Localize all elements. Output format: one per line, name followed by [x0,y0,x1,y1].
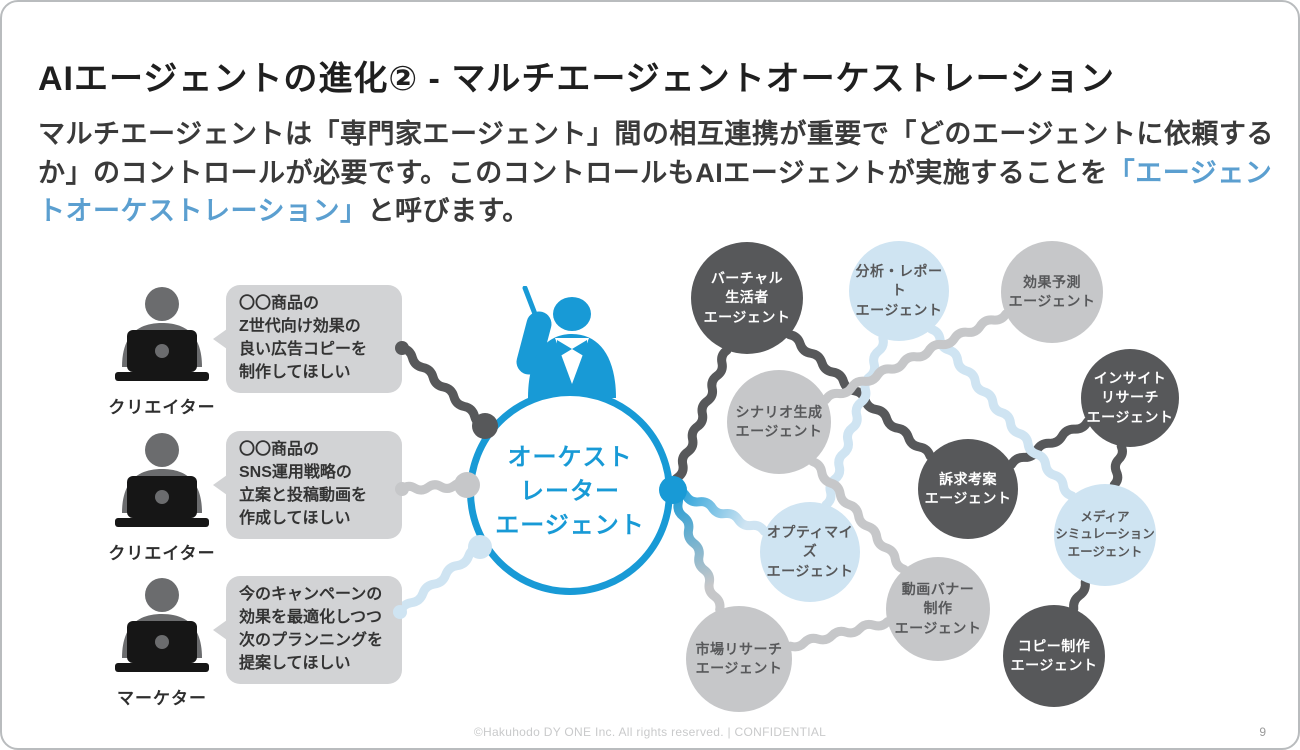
request-dot-1-dot [395,341,409,355]
agent-virtual-consumer: バーチャル生活者エージェント [691,242,803,354]
agent-label-line: エージェント [1008,293,1096,309]
orch-in-3-dot [468,535,492,559]
agent-copy-production: コピー制作エージェント [1003,605,1105,707]
agent-appeal-ideation: 訴求考案エージェント [918,439,1018,539]
intro-accent-text: 「エージェントオーケストレーション」 [38,157,1273,227]
request-line: Z世代向け効果の [239,317,361,335]
agent-label-line: 市場リサーチ [695,640,783,657]
agent-label-line: コピー制作 [1017,637,1091,654]
agent-effect-prediction: 効果予測エージェント [1001,241,1103,343]
page-title: AIエージェントの進化② - マルチエージェントオーケストレーション [38,59,1115,98]
orchestrator-label-line: エージェント [495,512,645,540]
agent-media-simulation: メディアシミュレーションエージェント [1054,484,1156,586]
intro-text: マルチエージェントは「専門家エージェント」間の相互連携が重要で「どのエージェント… [38,119,1274,188]
persona-label: クリエイター [108,544,216,563]
agent-label-line: エージェント [1010,657,1098,673]
persona-3: マーケター [107,576,217,709]
request-line: 制作してほしい [239,363,351,381]
agent-market-research: 市場リサーチエージェント [686,606,792,712]
agent-analysis-report: 分析・レポートエージェント [849,241,949,341]
connection-insight-research--media-simulation [1109,441,1127,490]
agent-label-line: リサーチ [1101,389,1159,406]
request-dot-2-dot [395,482,409,496]
intro-text: と呼びます。 [367,196,530,227]
orch-in-1-dot [472,413,498,439]
person-laptop-icon [115,287,209,381]
connection-video-banner-production--market-research [785,617,893,652]
request-line: 〇〇商品の [239,295,320,312]
agent-label-line: エージェント [894,619,982,636]
agent-label-line: シミュレーション [1055,527,1155,542]
connection-scenario-generation--video-banner-production [808,457,909,574]
agent-label-line: シナリオ生成 [735,403,823,420]
persona-2: クリエイター [107,431,217,564]
agent-label-line: エージェント [1086,408,1174,425]
agent-label-line: エージェント [766,562,854,579]
person-laptop-icon [115,433,209,527]
agent-scenario-generation: シナリオ生成エージェント [727,370,831,474]
copyright-text: ©Hakuhodo DY ONE Inc. All rights reserve… [473,725,827,739]
agent-label-line: メディア [1080,510,1130,525]
person-laptop-icon [115,578,209,672]
agent-label-line: 生活者 [725,289,769,306]
request-line: 良い広告コピーを [239,340,368,358]
agent-label-line: インサイト [1093,370,1167,387]
page-number: 9 [1259,725,1266,739]
request-line: 効果を最適化しつつ [239,608,383,626]
request-line: 提案してほしい [239,654,351,672]
agent-label-line: 訴求考案 [939,470,997,487]
agent-label-line: エージェント [1067,544,1143,559]
request-line: 立案と投稿動画を [239,486,368,504]
agent-optimize: オプティマイズエージェント [760,502,860,602]
connection-request-dot-3--orch-in-3 [395,542,485,617]
orchestrator-agent-node: オーケストレーターエージェント [467,389,673,595]
persona-1: クリエイター [107,285,217,418]
orch-hub-dot [659,476,687,504]
request-dot-3-dot [393,605,407,619]
agent-label-line: エージェント [703,308,791,325]
connection-orch-hub--market-research [668,485,725,615]
agent-label-line: バーチャル [710,270,784,287]
agent-label-line: 分析・レポート [855,263,943,299]
agent-label-line: エージェント [735,423,823,439]
request-bubble-1: 〇〇商品の Z世代向け効果の良い広告コピーを制作してほしい [213,285,402,393]
agent-label-line: エージェント [695,660,783,676]
persona-label: マーケター [117,689,207,708]
orch-in-2-dot [454,472,480,498]
request-line: 今のキャンペーンの [239,586,383,603]
agent-label-line: オプティマイズ [766,524,854,560]
connection-analysis-report--media-simulation [926,324,1077,501]
connection-effect-prediction--scenario-generation [821,309,1011,405]
orchestrator-label-line: オーケスト [507,443,633,471]
agent-label-line: エージェント [924,490,1012,506]
request-line: 次のプランニングを [239,631,384,649]
agent-label-line: 動画バナー [901,581,975,598]
conductor-icon [516,286,616,398]
agent-label-line: エージェント [855,301,943,318]
request-line: SNS運用戦略の [239,463,352,481]
connection-media-simulation--copy-production [1069,577,1090,614]
agent-video-banner-production: 動画バナー制作エージェント [886,557,990,661]
agent-label-line: 効果予測 [1023,273,1081,290]
agent-insight-research: インサイトリサーチエージェント [1081,349,1179,447]
connection-request-dot-1--orch-in-1 [397,343,490,431]
persona-label: クリエイター [108,398,216,417]
request-bubble-2: 〇〇商品の SNS運用戦略の立案と投稿動画を作成してほしい [213,431,402,539]
connection-orch-hub--optimize [668,485,769,536]
request-bubble-3: 今のキャンペーンの効果を最適化しつつ次のプランニングを提案してほしい [213,576,402,684]
connection-analysis-report--optimize [821,333,888,510]
orchestrator-label-line: レーター [520,477,620,505]
connection-orch-hub--virtual-consumer [668,345,732,495]
connection-virtual-consumer--appeal-ideation [784,330,935,461]
intro-paragraph: マルチエージェントは「専門家エージェント」間の相互連携が重要で「どのエージェント… [38,115,1278,231]
request-line: 〇〇商品の [239,441,320,458]
request-line: 作成してほしい [239,509,351,527]
agent-label-line: 制作 [923,600,953,617]
connection-appeal-ideation--insight-research [1007,417,1092,470]
